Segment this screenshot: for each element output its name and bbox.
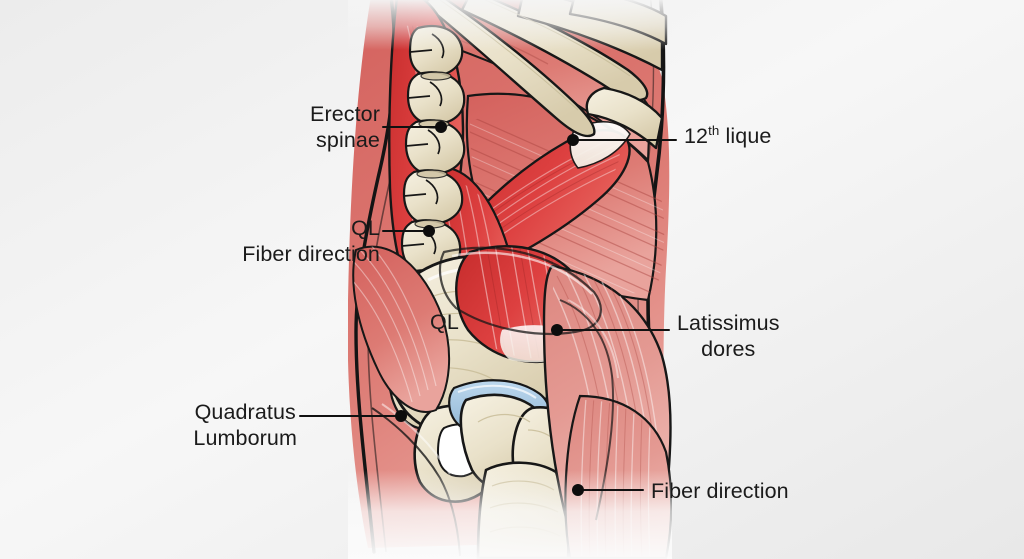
callout-dots <box>395 121 584 496</box>
dot-ql-fiber-direction <box>423 225 435 237</box>
callout-fiber-direction: Fiber direction <box>651 478 789 504</box>
callout-erector-spinae-line2: spinae <box>316 128 380 153</box>
dot-fiber-direction <box>572 484 584 496</box>
dot-erector-spinae <box>435 121 447 133</box>
callout-latissimus-dorsi-line1: Latissimus <box>677 311 780 335</box>
callout-erector-spinae: Erector spinae <box>310 101 380 153</box>
inline-label-ql: QL <box>430 309 459 335</box>
callout-latissimus-dorsi: Latissimus dores <box>677 310 780 362</box>
callout-fiber-direction-line1: Fiber direction <box>651 479 789 503</box>
callout-latissimus-dorsi-line2: dores <box>701 337 756 362</box>
callout-quadratus-lumborum-line2: Lumborum <box>193 426 297 451</box>
dot-latissimus-dorsi <box>551 324 563 336</box>
inline-label-ql-text: QL <box>430 310 459 334</box>
callout-quadratus-lumborum-line1: Quadratus <box>194 400 296 424</box>
callout-leader-lines <box>299 126 677 491</box>
twelfth-rib <box>585 86 664 150</box>
callout-twelfth-rib: 12th lique <box>684 123 771 149</box>
dot-quadratus-lumborum <box>395 410 407 422</box>
callout-ql-fiber-direction-line2: Fiber direction <box>242 242 380 267</box>
callout-twelfth-rib-word: lique <box>719 124 772 148</box>
callout-twelfth-rib-ordinal-suffix: th <box>708 122 720 138</box>
dot-twelfth-rib <box>567 134 579 146</box>
posterior-flank-muscle <box>352 245 451 413</box>
callout-erector-spinae-line1: Erector <box>310 102 380 126</box>
callout-twelfth-rib-line1: 12th lique <box>684 123 771 149</box>
callout-ql-fiber-direction: QL Fiber direction <box>242 215 380 267</box>
callout-twelfth-rib-number: 12 <box>684 124 709 148</box>
callout-quadratus-lumborum: Quadratus Lumborum <box>193 399 297 451</box>
callout-ql-fiber-direction-line1: QL <box>351 216 380 240</box>
